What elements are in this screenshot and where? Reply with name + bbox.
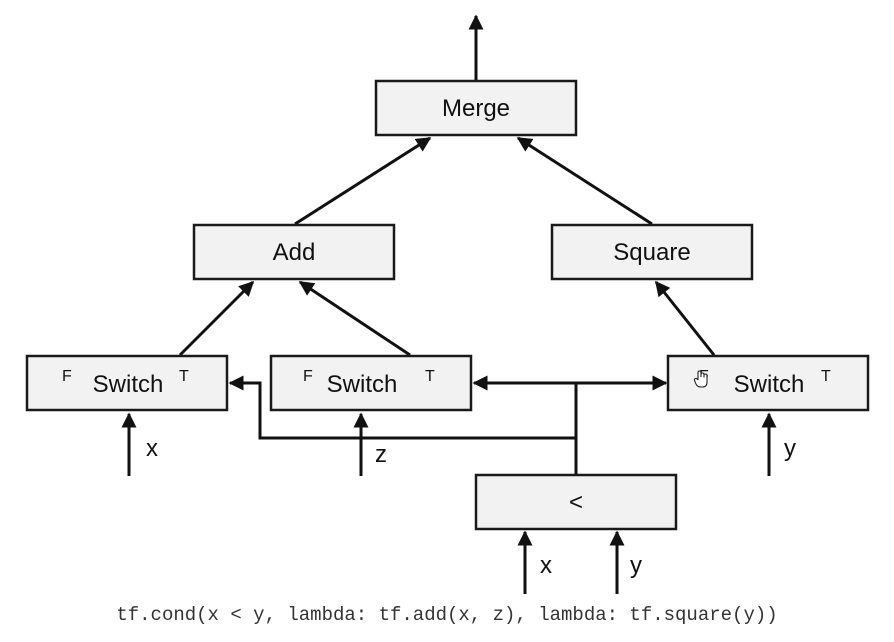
switch-y-label: Switch — [734, 371, 805, 398]
square-node: Square — [550, 223, 754, 281]
switch-x-label: Switch — [93, 371, 164, 398]
switch-z-true-port: T — [425, 368, 435, 385]
edge-add-to-merge — [294, 136, 432, 226]
less-node: < — [474, 473, 678, 531]
edge-predicate-to-switch-x — [228, 375, 576, 440]
switch-x-false-port: F — [62, 368, 72, 385]
less-input-label-y: y — [630, 552, 642, 579]
edges — [121, 14, 777, 594]
less-label: < — [569, 489, 583, 516]
switch-z-label: Switch — [327, 371, 398, 398]
add-node: Add — [192, 223, 396, 281]
switch-z-node: F Switch T — [269, 354, 473, 412]
switch-y-true-port: T — [821, 368, 831, 385]
switch-z-false-port: F — [303, 368, 313, 385]
input-label-z: z — [375, 441, 387, 468]
input-label-x: x — [146, 435, 158, 462]
merge-node: Merge — [374, 79, 578, 137]
merge-label: Merge — [442, 95, 510, 122]
switch-y-node: F Switch T — [666, 354, 870, 412]
code-caption: tf.cond(x < y, lambda: tf.add(x, z), lam… — [116, 604, 778, 626]
edge-switch-x-to-add — [178, 280, 255, 357]
switch-x-true-port: T — [179, 368, 189, 385]
hand-cursor-icon — [693, 370, 708, 388]
input-label-y: y — [784, 435, 796, 462]
square-label: Square — [613, 239, 690, 266]
add-label: Add — [273, 239, 316, 266]
switch-x-node: F Switch T — [25, 354, 229, 412]
edge-square-to-merge — [516, 136, 653, 226]
edge-switch-z-to-add — [298, 280, 411, 357]
edge-switch-y-to-square — [654, 280, 716, 356]
less-input-label-x: x — [540, 552, 552, 579]
